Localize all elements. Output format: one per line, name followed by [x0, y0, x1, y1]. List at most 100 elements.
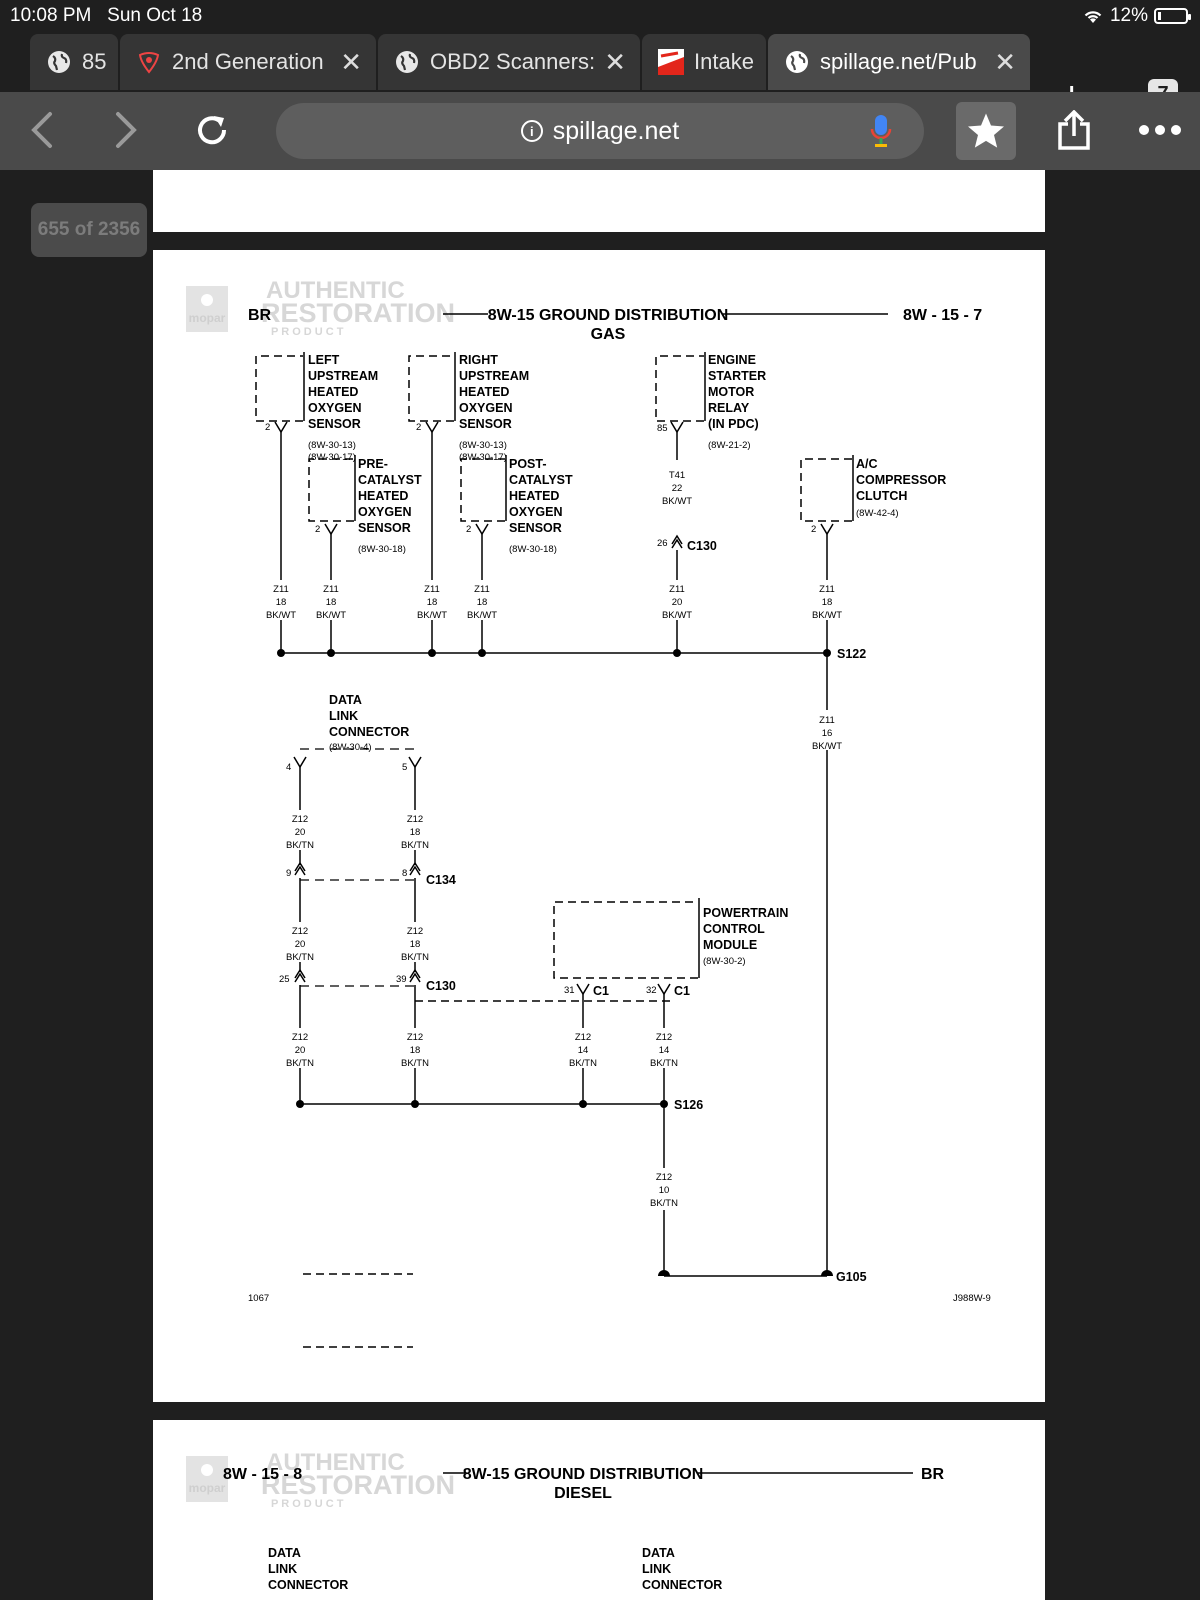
address-bar[interactable]: i spillage.net	[276, 103, 924, 159]
tab-title: spillage.net/Pub	[820, 49, 977, 74]
watermark-authentic: AUTHENTIC	[266, 1449, 405, 1476]
microphone-icon[interactable]	[870, 114, 892, 153]
svg-text:18: 18	[410, 827, 421, 838]
tab-1[interactable]: 85	[30, 34, 118, 90]
close-tab-icon[interactable]: ✕	[994, 46, 1016, 77]
wiring-diagram-diesel: mopar AUTHENTIC RESTORATION P R O D U C …	[186, 1449, 945, 1592]
svg-text:BK/TN: BK/TN	[401, 952, 429, 963]
status-bar: 10:08 PM Sun Oct 18 12%	[0, 0, 1200, 32]
splice-s122: S122	[837, 647, 866, 661]
battery-icon	[1154, 8, 1191, 24]
tab-title: OBD2 Scanners:	[430, 49, 596, 74]
svg-text:18: 18	[326, 597, 337, 608]
forward-button[interactable]	[98, 102, 154, 158]
tab-2[interactable]: 2nd Generation ✕	[120, 34, 376, 90]
page-ref: 8W - 15 - 7	[903, 307, 982, 324]
svg-text:18: 18	[410, 1045, 421, 1056]
svg-text:9: 9	[286, 868, 291, 879]
svg-text:Z12: Z12	[575, 1032, 591, 1043]
svg-text:BK/WT: BK/WT	[316, 610, 346, 621]
svg-text:18: 18	[477, 597, 488, 608]
pdf-page-previous	[153, 170, 1045, 232]
footer-right: J988W-9	[953, 1293, 991, 1304]
brand-br: BR	[248, 307, 272, 324]
svg-text:Z11: Z11	[474, 584, 490, 595]
pdf-viewer[interactable]: 655 of 2356 mopar AUTHENTIC RESTORATION …	[0, 170, 1200, 1600]
splice-s126: S126	[674, 1098, 703, 1112]
svg-text:16: 16	[822, 728, 833, 739]
bookmark-button[interactable]	[956, 102, 1016, 160]
info-icon[interactable]: i	[520, 120, 543, 142]
watermark-restoration: RESTORATION	[261, 1470, 455, 1500]
wiring-diagram-gas: mopar AUTHENTIC RESTORATION P R O D U C …	[186, 277, 991, 1348]
footer-left: 1067	[248, 1293, 269, 1304]
svg-text:BK/TN: BK/TN	[286, 1058, 314, 1069]
connector-c134: C134	[426, 873, 456, 887]
svg-text:mopar: mopar	[189, 311, 226, 325]
svg-text:2: 2	[315, 524, 320, 535]
svg-text:Z11: Z11	[424, 584, 440, 595]
svg-text:2: 2	[811, 524, 816, 535]
close-tab-icon[interactable]: ✕	[340, 46, 362, 77]
diagram-title: 8W-15 GROUND DISTRIBUTION	[488, 307, 729, 324]
svg-text:2: 2	[265, 422, 270, 433]
watermark-product: P R O D U C T	[271, 1498, 344, 1510]
svg-text:BK/WT: BK/WT	[266, 610, 296, 621]
mopar-logo: mopar	[186, 286, 228, 332]
svg-text:BK/TN: BK/TN	[401, 1058, 429, 1069]
svg-text:10: 10	[659, 1185, 670, 1196]
chevron-left-icon	[31, 112, 52, 148]
tab-title: Intake	[694, 49, 754, 74]
star-icon	[968, 113, 1004, 148]
reload-icon	[198, 116, 227, 145]
svg-text:BK/TN: BK/TN	[286, 840, 314, 851]
svg-text:BK/WT: BK/WT	[662, 496, 692, 507]
back-button[interactable]	[14, 102, 70, 158]
share-button[interactable]	[1046, 102, 1102, 158]
svg-text:Z12: Z12	[407, 926, 423, 937]
diagram-subtitle: DIESEL	[554, 1485, 612, 1502]
svg-text:4: 4	[286, 762, 291, 773]
svg-text:Z12: Z12	[656, 1172, 672, 1183]
tab-3[interactable]: OBD2 Scanners: ✕	[378, 34, 640, 90]
svg-text:BK/WT: BK/WT	[662, 610, 692, 621]
svg-text:(8W-30-17): (8W-30-17)	[308, 452, 356, 463]
svg-text:20: 20	[672, 597, 683, 608]
svg-text:Z11: Z11	[273, 584, 289, 595]
svg-text:BK/TN: BK/TN	[401, 840, 429, 851]
svg-text:Z11: Z11	[819, 584, 835, 595]
svg-text:25: 25	[279, 974, 290, 985]
tab-5-active[interactable]: spillage.net/Pub ✕	[768, 34, 1030, 90]
connector-c130-upper: C130	[687, 539, 717, 553]
watermark-restoration: RESTORATION	[261, 298, 455, 328]
svg-text:(8W-30-17): (8W-30-17)	[459, 452, 507, 463]
tab-title: 85	[82, 49, 107, 74]
svg-text:85: 85	[657, 423, 668, 434]
brand-br: BR	[921, 1466, 945, 1483]
svg-text:BK/TN: BK/TN	[286, 952, 314, 963]
connector-c130-lower: C130	[426, 979, 456, 993]
svg-text:(8W-42-4): (8W-42-4)	[856, 508, 899, 519]
globe-icon	[46, 49, 72, 75]
tab-4[interactable]: Intake	[642, 34, 766, 90]
svg-text:20: 20	[295, 939, 306, 950]
svg-text:(8W-30-13): (8W-30-13)	[308, 440, 356, 451]
svg-text:BK/WT: BK/WT	[467, 610, 497, 621]
more-dots-icon	[1139, 125, 1181, 135]
globe-icon	[784, 49, 810, 75]
svg-text:18: 18	[276, 597, 287, 608]
reload-button[interactable]	[184, 102, 240, 158]
svg-text:39: 39	[396, 974, 407, 985]
more-menu-button[interactable]	[1132, 102, 1188, 158]
svg-text:BK/WT: BK/WT	[812, 741, 842, 752]
close-tab-icon[interactable]: ✕	[604, 46, 626, 77]
chevron-right-icon	[116, 112, 137, 148]
svg-text:Z11: Z11	[819, 715, 835, 726]
svg-text:32: 32	[646, 985, 657, 996]
